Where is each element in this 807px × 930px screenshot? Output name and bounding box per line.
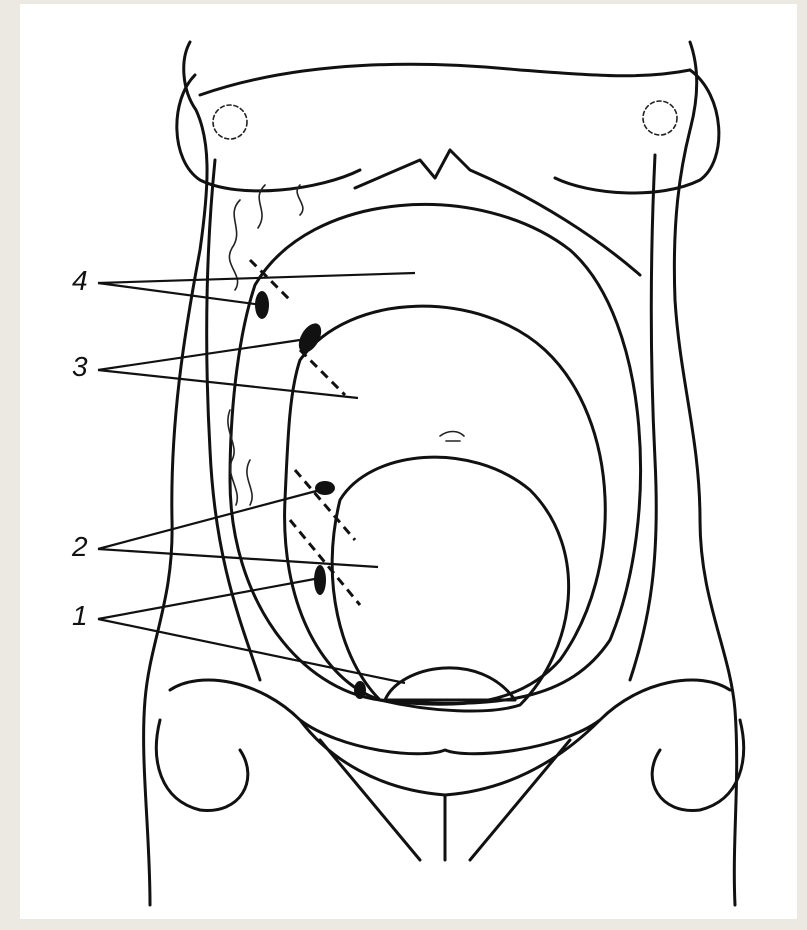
label-4: 4 bbox=[72, 265, 88, 296]
torso-left-outline bbox=[144, 42, 207, 905]
ovary-level-2 bbox=[315, 481, 335, 495]
tube-level-3 bbox=[300, 350, 345, 395]
torso-right-outline bbox=[674, 42, 736, 905]
hip-right bbox=[652, 720, 743, 810]
left-nipple bbox=[213, 105, 247, 139]
leader-1b bbox=[98, 619, 405, 683]
right-breast bbox=[555, 70, 719, 193]
right-nipple bbox=[643, 101, 677, 135]
navel-mark bbox=[440, 432, 464, 442]
abdomen-right-contour bbox=[630, 155, 656, 680]
label-1: 1 bbox=[72, 600, 88, 631]
label-group-4: 4 bbox=[72, 265, 415, 305]
ovary-level-1 bbox=[314, 565, 326, 595]
leader-1a bbox=[98, 578, 320, 619]
label-2: 2 bbox=[71, 531, 88, 562]
leader-3b bbox=[98, 370, 358, 398]
hip-left bbox=[156, 720, 247, 810]
costal-arch bbox=[355, 150, 640, 275]
chest-line bbox=[200, 64, 690, 95]
leader-3a bbox=[98, 340, 300, 370]
label-group-3: 3 bbox=[72, 340, 358, 398]
tube-level-2 bbox=[295, 470, 355, 540]
pelvis-outline bbox=[170, 680, 730, 860]
uterus-level-2 bbox=[332, 457, 568, 711]
label-3: 3 bbox=[72, 351, 88, 382]
ovary-low bbox=[354, 681, 366, 699]
